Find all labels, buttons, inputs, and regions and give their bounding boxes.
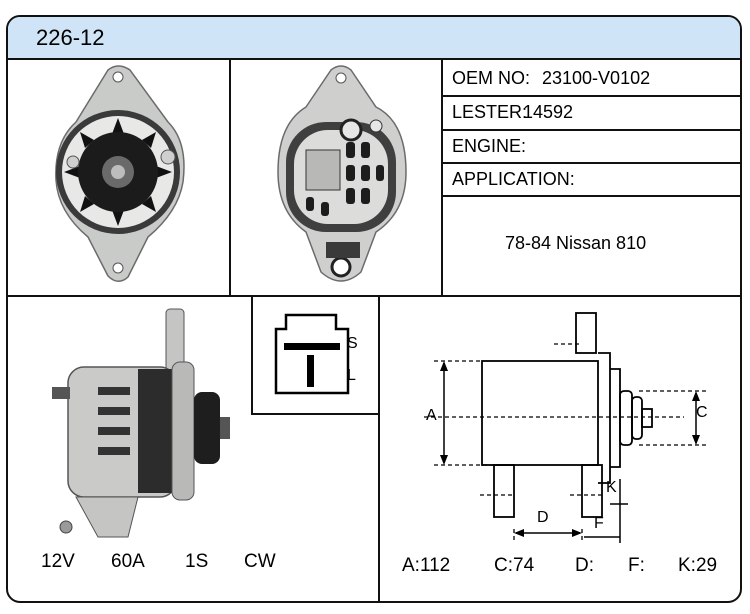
plug-connector-diagram: [274, 313, 350, 395]
divider: [229, 60, 231, 297]
divider: [251, 413, 379, 415]
application-value: 78-84 Nissan 810: [505, 233, 647, 253]
oem-value: 23100-V0102: [542, 68, 651, 88]
alternator-front-view: [55, 65, 185, 282]
dim-f-label: F: [594, 515, 604, 532]
lester-label: LESTER:: [452, 102, 528, 122]
dim-k-value: K:29: [678, 555, 718, 576]
header-bar: 226-12: [8, 17, 740, 60]
dim-d-label: D: [537, 509, 549, 526]
plug-s-label: S: [347, 335, 358, 352]
divider: [441, 60, 443, 297]
divider: [441, 95, 740, 97]
voltage-value: 12V: [41, 551, 75, 572]
dim-c-value: C:74: [494, 555, 535, 576]
dimension-drawing: [424, 312, 706, 543]
divider: [441, 162, 740, 164]
application-label: APPLICATION:: [452, 169, 575, 189]
grooves-value: 1S: [185, 551, 209, 572]
dim-f-value: F:: [628, 555, 645, 576]
divider: [8, 295, 740, 297]
alternator-side-view: [52, 308, 230, 538]
engine-label: ENGINE:: [452, 136, 527, 156]
dim-d-value: D:: [575, 555, 594, 576]
divider: [441, 129, 740, 131]
part-number-title: 226-12: [36, 25, 105, 50]
plug-l-label: L: [347, 367, 356, 384]
dim-a-value: A:112: [402, 555, 451, 576]
divider: [441, 195, 740, 197]
amperage-value: 60A: [111, 551, 145, 572]
rotation-value: CW: [244, 551, 276, 572]
alternator-rear-view: [277, 65, 407, 282]
product-card: 226-12 OEM NO: 23100-V0102 LESTER: 14592…: [6, 15, 742, 603]
divider: [251, 295, 253, 415]
dim-a-label: A: [426, 407, 437, 424]
lester-value: 14592: [523, 102, 574, 122]
divider: [378, 295, 380, 601]
dim-k-label: K: [606, 479, 617, 496]
dim-c-label: C: [696, 404, 708, 421]
oem-label: OEM NO:: [452, 68, 531, 88]
